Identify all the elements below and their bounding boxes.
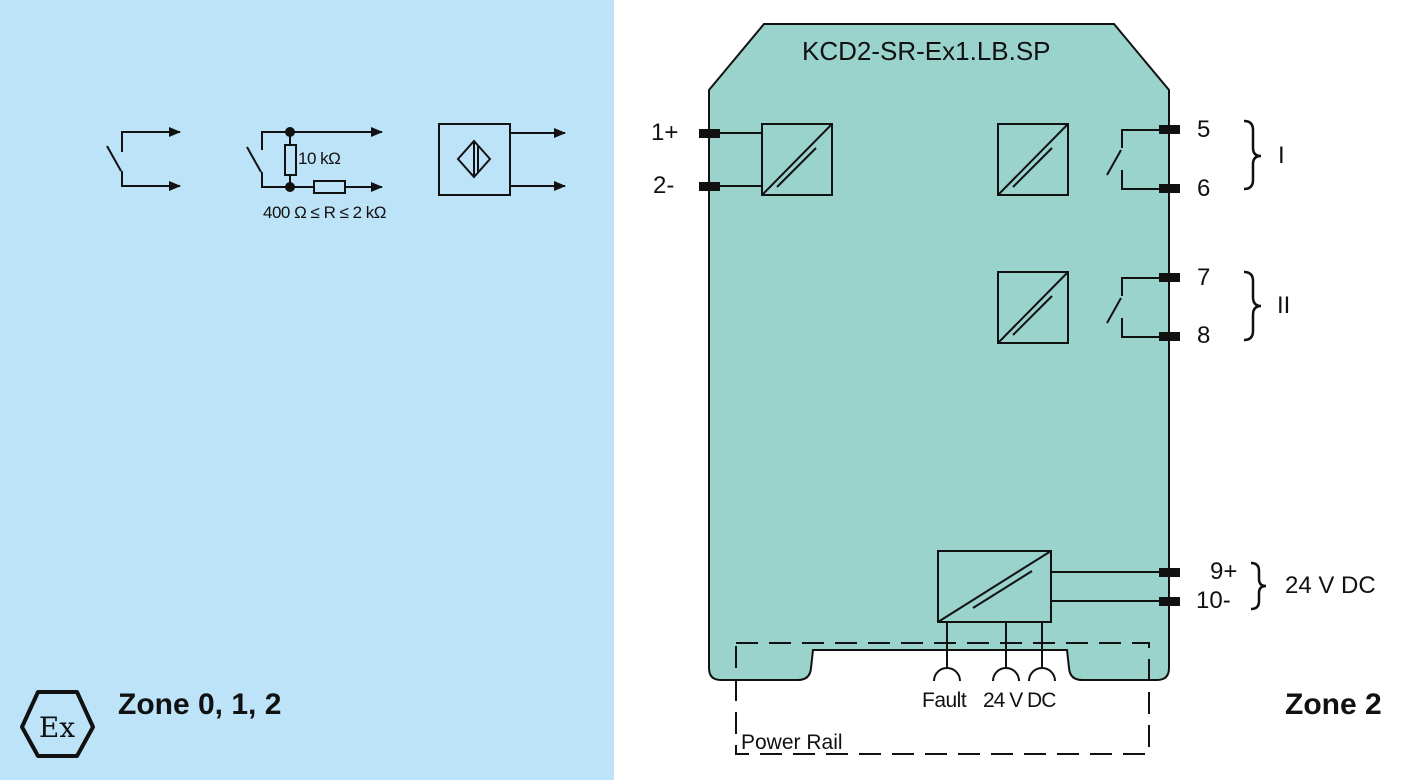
supply-group-label: 24 V DC xyxy=(1285,572,1376,599)
input-isolator xyxy=(720,123,833,196)
device-housing xyxy=(708,23,1170,681)
brace-relay-2 xyxy=(1243,270,1262,342)
terminal-10 xyxy=(1159,597,1180,606)
resistor-10k-label: 10 kΩ xyxy=(298,149,341,168)
power-supply-block xyxy=(933,550,1160,682)
ex-hazard-icon: Ex xyxy=(20,690,95,758)
terminal-9 xyxy=(1159,568,1180,577)
power-rail-outline xyxy=(735,642,1150,755)
safe-zone-label: Zone 2 xyxy=(1285,688,1382,721)
terminal-5-label: 5 xyxy=(1197,116,1211,143)
switch-resistor-icon xyxy=(246,127,383,194)
relay-1-isolator xyxy=(997,123,1069,196)
brace-relay-1 xyxy=(1243,119,1262,191)
relay-1-group-label: I xyxy=(1278,142,1285,169)
terminal-9-label: 9+ xyxy=(1210,558,1238,585)
fault-label: Fault xyxy=(922,689,967,712)
terminal-6-label: 6 xyxy=(1197,175,1211,202)
terminal-8-label: 8 xyxy=(1197,322,1211,349)
terminal-7 xyxy=(1159,273,1180,282)
terminal-5 xyxy=(1159,125,1180,134)
resistor-range-label: 400 Ω ≤ R ≤ 2 kΩ xyxy=(263,203,387,222)
terminal-2-label: 2- xyxy=(653,172,675,199)
ex-symbol-text: Ex xyxy=(39,711,75,744)
terminal-2 xyxy=(699,182,720,191)
terminal-7-label: 7 xyxy=(1197,264,1211,291)
switch-icon xyxy=(106,127,181,191)
terminal-10-label: 10- xyxy=(1196,587,1231,614)
brace-supply xyxy=(1250,561,1267,611)
relay-2-isolator xyxy=(997,271,1069,344)
inductive-sensor-icon xyxy=(438,123,566,196)
terminal-1-label: 1+ xyxy=(651,119,679,146)
terminal-6 xyxy=(1159,184,1180,193)
terminal-1 xyxy=(699,129,720,138)
rail-supply-label: 24 V DC xyxy=(983,689,1056,712)
hazardous-zone-label: Zone 0, 1, 2 xyxy=(118,688,282,721)
terminal-blocks xyxy=(699,125,1180,606)
terminal-8 xyxy=(1159,332,1180,341)
brace-icons xyxy=(1243,119,1267,611)
power-rail-label: Power Rail xyxy=(741,731,843,754)
relay-1-contact-icon xyxy=(1106,129,1159,190)
relay-2-contact-icon xyxy=(1106,277,1159,338)
hazardous-area-panel xyxy=(0,0,614,780)
relay-2-group-label: II xyxy=(1277,292,1291,319)
device-model-title: KCD2-SR-Ex1.LB.SP xyxy=(802,36,1051,66)
